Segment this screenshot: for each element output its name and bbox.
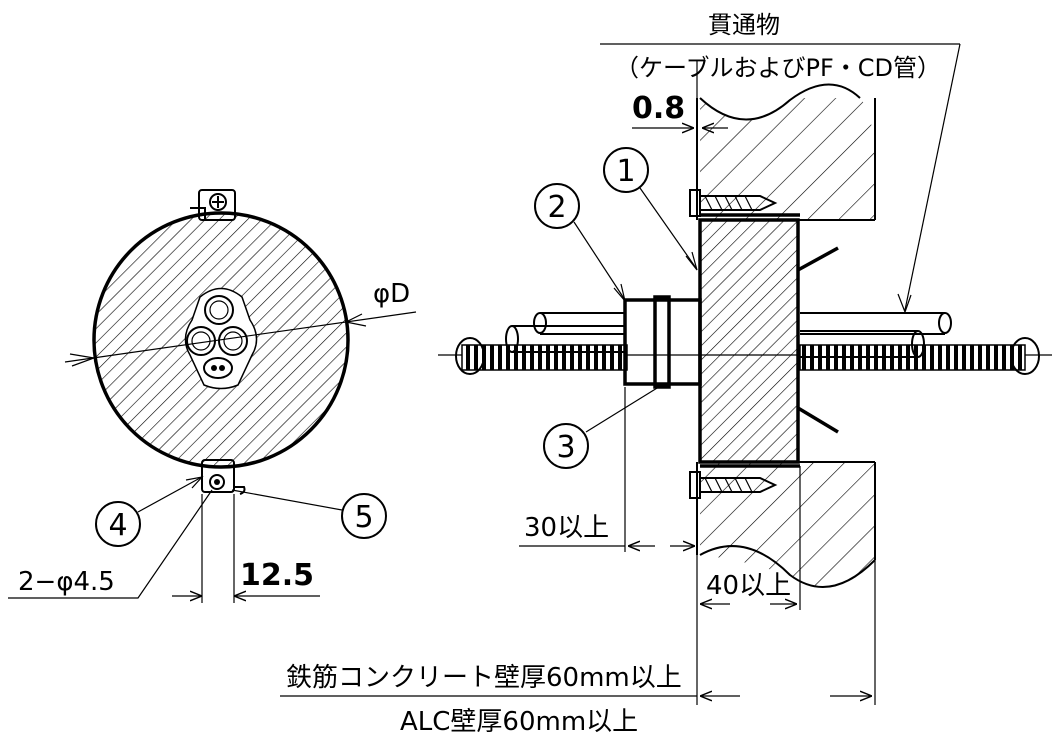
bottom-screw <box>689 471 778 499</box>
phi-d-label: φD <box>373 279 410 309</box>
section-view: 1 2 3 0.8 貫通物 （ケーブルおよびPF・CD管） 30以上 <box>280 11 1052 737</box>
callout-3 <box>543 423 589 469</box>
callout-2 <box>534 183 580 229</box>
svg-text:3: 3 <box>556 430 575 465</box>
callout-5 <box>341 493 387 539</box>
dim-30: 30以上 <box>524 513 609 543</box>
sleeve-body <box>698 218 800 464</box>
callout-1 <box>603 147 649 193</box>
front-view: φD 4 5 2−φ4.5 12.5 <box>8 189 417 603</box>
svg-text:2: 2 <box>547 190 566 225</box>
penetrant-title: 貫通物 <box>708 11 780 39</box>
top-screw <box>689 189 778 217</box>
penetrant-subtitle: （ケーブルおよびPF・CD管） <box>615 54 941 82</box>
grommet <box>623 298 702 386</box>
svg-text:1: 1 <box>616 154 635 189</box>
alc-wall-label: ALC壁厚60mm以上 <box>400 707 638 737</box>
rc-wall-label: 鉄筋コンクリート壁厚60mm以上 <box>286 663 682 693</box>
callout-4 <box>95 501 141 547</box>
dim-0-8: 0.8 <box>632 91 685 126</box>
dim-12-5: 12.5 <box>240 558 314 593</box>
svg-text:4: 4 <box>108 508 127 543</box>
bottom-clip <box>201 459 246 495</box>
cable-bundle <box>184 287 258 390</box>
svg-text:5: 5 <box>354 500 373 535</box>
dim-40: 40以上 <box>706 571 791 601</box>
holes-label: 2−φ4.5 <box>18 567 115 597</box>
diameter-line <box>64 311 417 363</box>
